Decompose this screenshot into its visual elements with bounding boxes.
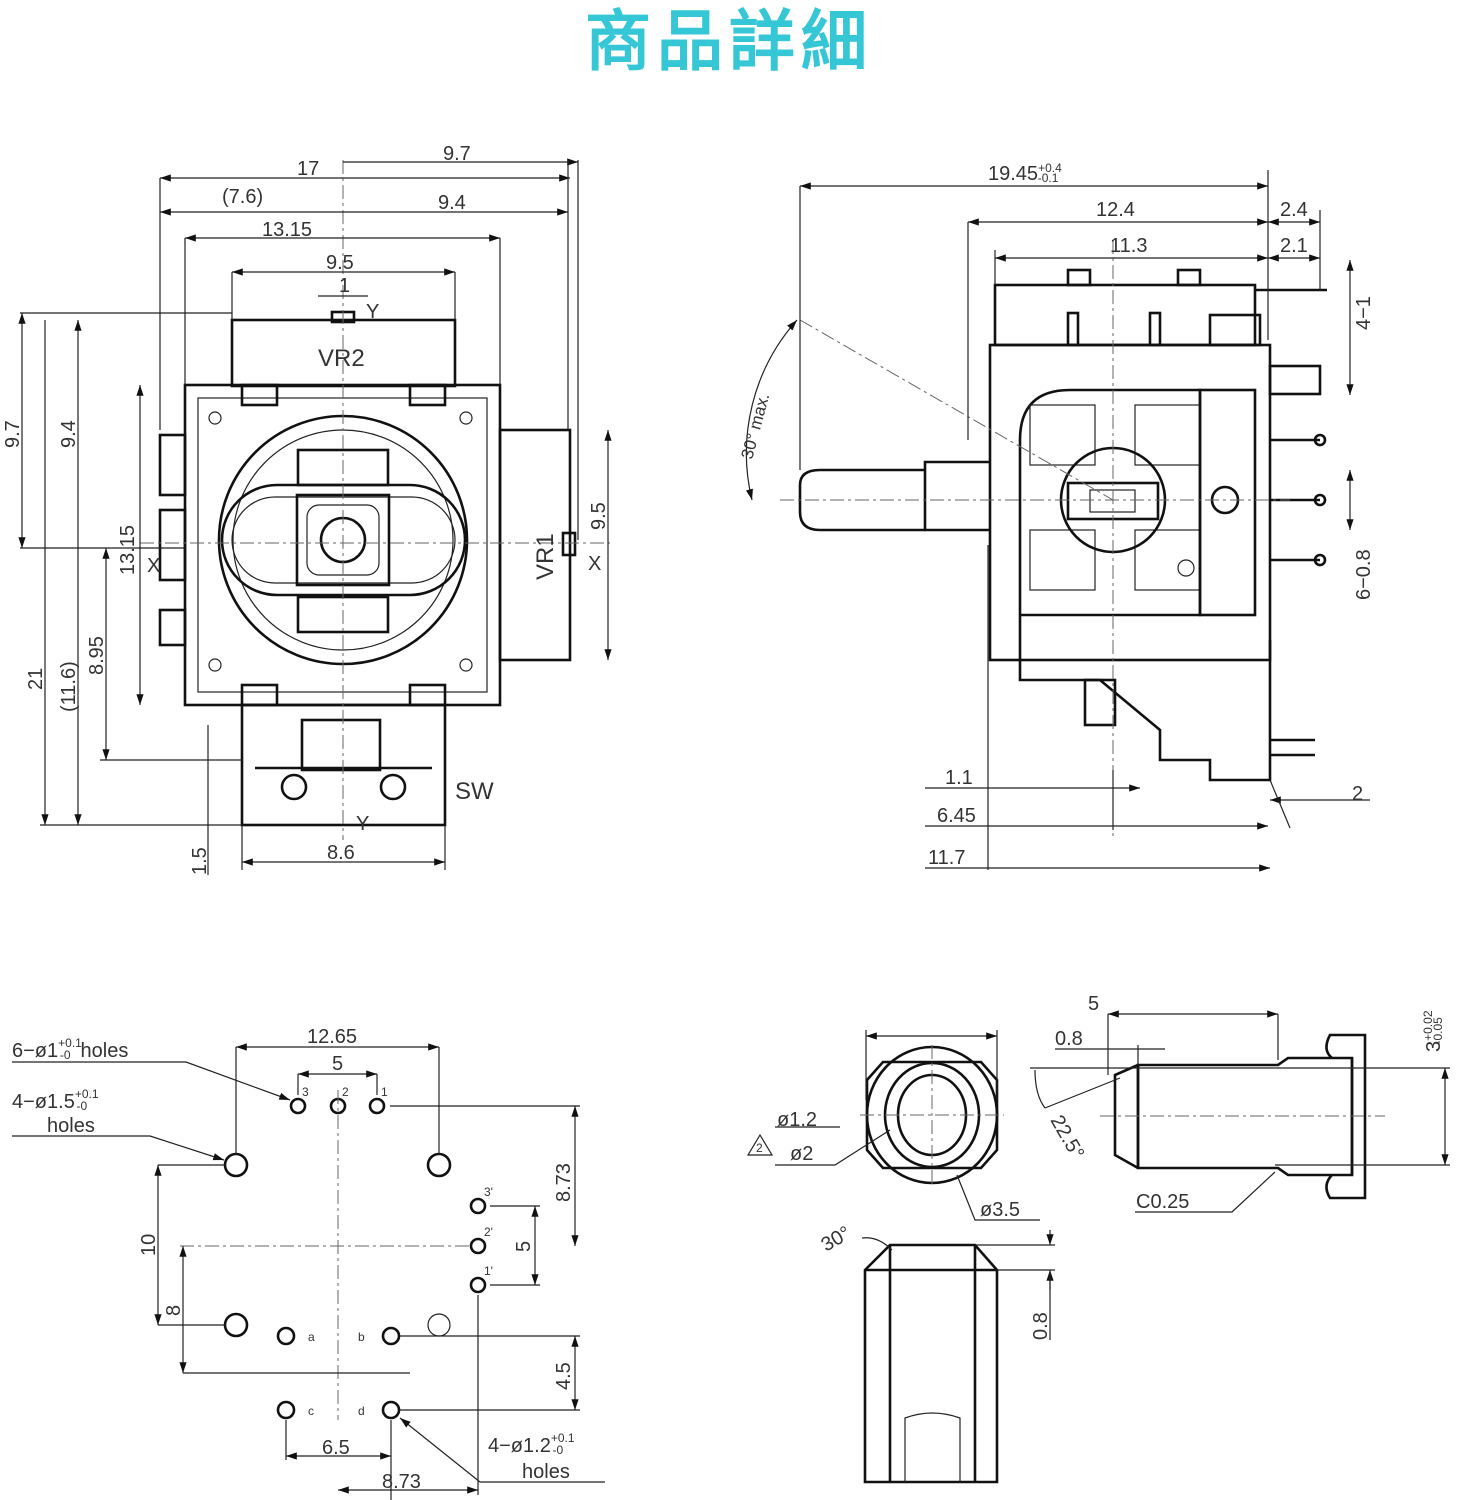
dim-0-8-shaft: 0.8: [1055, 1028, 1083, 1050]
callout-4-large-holes-suffix: holes: [47, 1115, 95, 1137]
dim-11-6: (11.6): [58, 661, 80, 712]
front-view-labels: 17 9.7 (7.6) 9.4 13.15 9.5 1 Y VR2 X X Y…: [2, 143, 610, 875]
shaft-end-view: [746, 1030, 1040, 1221]
pin-2: 2: [342, 1085, 349, 1099]
dim-9-7-left: 9.7: [2, 420, 24, 448]
label-y-top: Y: [366, 301, 379, 323]
label-x-right: X: [588, 553, 601, 575]
callout-4-large-holes: 4−ø1.5+0.1-0: [12, 1087, 99, 1113]
side-view: 19.45+0.4-0.1 12.4 2.4 11.3 2.1 4−1 6−0.…: [738, 161, 1375, 872]
shaft-labels: ø1.2 2 ø2 ø3.5 5 0.8 22.5° C0.25 3+0.02-…: [756, 993, 1445, 1340]
dim-12-4: 12.4: [1096, 199, 1135, 221]
dim-6-0-8: 6−0.8: [1353, 549, 1375, 600]
dim-13-15-top: 13.15: [262, 219, 312, 241]
front-view-body: [140, 160, 610, 840]
label-sw: SW: [455, 778, 494, 805]
angle-22-5: 22.5°: [1046, 1112, 1089, 1164]
dim-9-5-right: 9.5: [588, 502, 610, 530]
pin-b: b: [358, 1330, 365, 1344]
dim-6-5: 6.5: [322, 1437, 350, 1459]
dim-1: 1: [339, 275, 350, 297]
dim-4-1: 4−1: [1353, 296, 1375, 330]
angle-30: 30°: [818, 1222, 855, 1256]
label-x-left: X: [147, 555, 160, 577]
pin-1: 1: [381, 1085, 388, 1099]
side-view-dimensions: [745, 170, 1370, 872]
dim-4-5: 4.5: [553, 1362, 575, 1390]
callout-4-mount-holes: 4−ø1.2+0.1-0: [488, 1431, 575, 1457]
dim-8: 8: [163, 1305, 185, 1316]
pin-3: 3: [302, 1085, 309, 1099]
pin-3-prime: 3': [484, 1185, 493, 1199]
dim-10: 10: [138, 1234, 160, 1256]
pin-2-prime: 2': [484, 1225, 493, 1239]
dim-1-5: 1.5: [189, 847, 211, 875]
side-view-labels: 19.45+0.4-0.1 12.4 2.4 11.3 2.1 4−1 6−0.…: [738, 161, 1375, 869]
dim-9-7-top: 9.7: [443, 143, 471, 165]
page-title: 商品詳細: [585, 3, 873, 80]
dim-19-45: 19.45+0.4-0.1: [988, 161, 1062, 185]
dim-0-8-tip: 0.8: [1030, 1312, 1052, 1340]
dim-21: 21: [25, 668, 47, 690]
dim-9-4-left: 9.4: [58, 420, 80, 448]
pin-1-prime: 1': [484, 1264, 493, 1278]
front-view: 17 9.7 (7.6) 9.4 13.15 9.5 1 Y VR2 X X Y…: [2, 143, 612, 875]
shaft-side-view: [1030, 1010, 1450, 1213]
dim-2-1: 2.1: [1280, 235, 1308, 257]
dim-12-65: 12.65: [307, 1026, 357, 1048]
pin-c: c: [308, 1404, 314, 1418]
footprint-dimensions: [12, 1043, 605, 1500]
dim-8-73-vertical: 8.73: [553, 1163, 575, 1202]
dim-3-tolerance: 3+0.02-0.05: [1421, 1010, 1445, 1052]
callout-4-mount-holes-suffix: holes: [522, 1461, 570, 1483]
pin-d: d: [358, 1404, 365, 1418]
dim-5-vertical: 5: [513, 1241, 535, 1252]
pin-a: a: [308, 1330, 315, 1344]
label-y-bottom: Y: [356, 813, 369, 835]
label-vr1: VR1: [532, 533, 559, 580]
dim-8-6: 8.6: [327, 842, 355, 864]
chamfer-c0-25: C0.25: [1136, 1191, 1189, 1213]
dim-6-45: 6.45: [937, 805, 976, 827]
label-vr2: VR2: [318, 345, 365, 372]
dim-2: 2: [1352, 783, 1363, 805]
shaft-views: ø1.2 2 ø2 ø3.5 5 0.8 22.5° C0.25 3+0.02-…: [746, 993, 1450, 1484]
dim-17: 17: [297, 158, 319, 180]
dim-5-top: 5: [332, 1053, 343, 1075]
dim-9-5-top: 9.5: [326, 252, 354, 274]
dim-1-1: 1.1: [945, 767, 973, 789]
dim-8-95: 8.95: [86, 636, 108, 675]
dim-13-15-left: 13.15: [117, 525, 139, 575]
footprint-holes: [223, 1097, 487, 1420]
dim-d3-5: ø3.5: [980, 1199, 1020, 1221]
dim-d2: ø2: [790, 1143, 813, 1165]
dim-d1-2: ø1.2: [777, 1109, 817, 1131]
dim-8-73-horizontal: 8.73: [382, 1471, 421, 1493]
dim-7-6: (7.6): [222, 186, 263, 208]
shaft-tip-view: [861, 1230, 1055, 1484]
dim-9-4-top: 9.4: [438, 192, 466, 214]
dim-2-4: 2.4: [1280, 199, 1308, 221]
angle-30-max: 30° max.: [738, 391, 774, 461]
dim-5-shaft: 5: [1088, 993, 1099, 1015]
dim-11-7: 11.7: [928, 847, 965, 869]
front-view-dimensions: [18, 158, 612, 875]
dim-11-3: 11.3: [1110, 235, 1147, 257]
note-2-marker: 2: [756, 1141, 763, 1155]
side-view-body: [780, 240, 1327, 840]
